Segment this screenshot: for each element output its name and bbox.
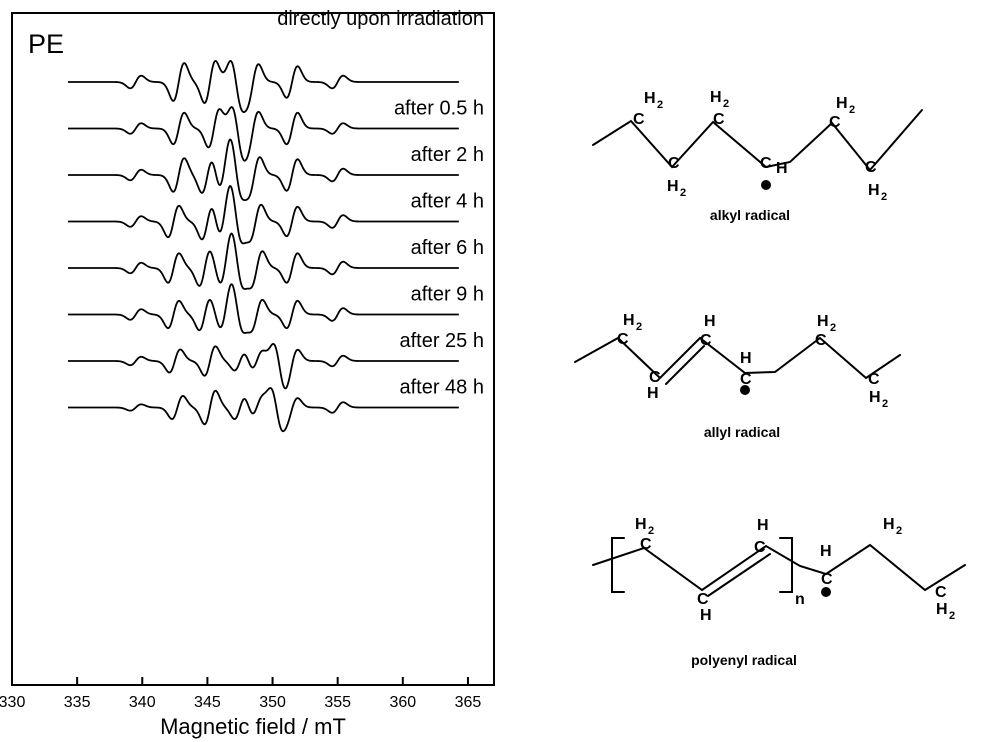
allyl-chain xyxy=(574,336,901,380)
polyenyl-c4: C xyxy=(821,571,833,588)
spectrum-trace-label: after 2 h xyxy=(411,144,484,166)
polyenyl-double-bond xyxy=(707,553,771,597)
polyenyl-h4: H xyxy=(820,543,832,560)
x-axis-tick-labels: 330 335 340 345 350 355 360 365 xyxy=(0,694,481,711)
polyenyl-bracket-right xyxy=(779,537,793,593)
x-tick-label: 340 xyxy=(129,694,156,711)
alkyl-radical-dot xyxy=(761,180,771,190)
allyl-c2: C xyxy=(649,369,661,386)
spectrum-trace-label: after 4 h xyxy=(411,191,484,213)
allyl-h2-6-sub: 2 xyxy=(882,398,888,410)
esr-spectra-plot: 330 335 340 345 350 355 360 365 Magnetic field … xyxy=(0,8,495,739)
allyl-h2-6: H xyxy=(869,389,881,406)
alkyl-radical-structure: C H 2 C H 2 C H 2 C H C H 2 C H 2 alkyl … xyxy=(592,89,923,223)
alkyl-h2-1: H xyxy=(644,90,656,107)
polyenyl-bracket-left xyxy=(611,537,625,593)
polyenyl-n: n xyxy=(795,591,805,608)
spectrum-trace xyxy=(67,343,460,390)
allyl-c4: C xyxy=(740,371,752,388)
polyenyl-h2-6-sub: 2 xyxy=(949,610,955,622)
alkyl-chain xyxy=(592,109,923,172)
spectrum-trace-label: directly upon irradiation xyxy=(277,8,484,30)
polyenyl-h2-1: H xyxy=(635,516,647,533)
allyl-h2-1: H xyxy=(623,312,635,329)
spectrum-trace xyxy=(67,138,460,202)
x-tick-label: 355 xyxy=(324,694,351,711)
spectrum-trace-label: after 9 h xyxy=(411,284,484,306)
alkyl-h2-6-sub: 2 xyxy=(881,191,887,203)
x-axis-ticks xyxy=(11,677,469,685)
spectrum-trace xyxy=(67,387,460,433)
alkyl-h2-6: H xyxy=(868,182,880,199)
allyl-c1: C xyxy=(617,331,629,348)
polyenyl-h2-5-sub: 2 xyxy=(896,525,902,537)
alkyl-c1: C xyxy=(633,111,645,128)
polyenyl-h2: H xyxy=(700,607,712,624)
x-tick-label: 335 xyxy=(64,694,91,711)
polyenyl-h2-5: H xyxy=(883,516,895,533)
x-axis-label: Magnetic field / mT xyxy=(160,714,346,739)
allyl-double-bond xyxy=(665,345,705,385)
allyl-c5: C xyxy=(815,332,827,349)
x-tick-label: 345 xyxy=(194,694,221,711)
x-tick-label: 330 xyxy=(0,694,25,711)
plot-frame xyxy=(11,12,495,686)
alkyl-c5: C xyxy=(829,114,841,131)
spectrum-trace xyxy=(67,106,460,162)
spectrum-trace-label: after 6 h xyxy=(411,237,484,259)
polyenyl-c2: C xyxy=(697,591,709,608)
x-tick-label: 360 xyxy=(389,694,416,711)
allyl-radical-dot xyxy=(740,385,750,395)
x-tick-label: 365 xyxy=(455,694,482,711)
allyl-h2-1-sub: 2 xyxy=(636,321,642,333)
alkyl-c4: C xyxy=(760,155,772,172)
allyl-c6: C xyxy=(868,371,880,388)
polyenyl-c1: C xyxy=(640,536,652,553)
alkyl-h2-5-sub: 2 xyxy=(849,104,855,116)
spectrum-trace-label: after 48 h xyxy=(399,377,484,399)
spectrum-trace xyxy=(67,185,460,245)
spectrum-trace xyxy=(67,283,460,334)
alkyl-h2-3-sub: 2 xyxy=(723,98,729,110)
alkyl-h4: H xyxy=(776,160,788,177)
polyenyl-radical-structure: H 2 C C H H C n H C H 2 C H 2 polyenyl r… xyxy=(592,516,966,668)
polyenyl-h2-1-sub: 2 xyxy=(648,525,654,537)
alkyl-c3: C xyxy=(713,111,725,128)
alkyl-c2: C xyxy=(668,155,680,172)
polyenyl-h3: H xyxy=(757,517,769,534)
panel-label: PE xyxy=(28,29,64,59)
polyenyl-h2-6: H xyxy=(936,601,948,618)
alkyl-h2-3: H xyxy=(710,89,722,106)
alkyl-h2-1-sub: 2 xyxy=(657,99,663,111)
allyl-radical-structure: C H 2 C H C H H C C H 2 C H 2 allyl radi… xyxy=(574,312,901,440)
spectrum-traces xyxy=(67,60,460,433)
allyl-h2-5-sub: 2 xyxy=(830,322,836,334)
polyenyl-c6: C xyxy=(935,584,947,601)
alkyl-h2-2: H xyxy=(667,178,679,195)
allyl-h3: H xyxy=(704,313,716,330)
polyenyl-radical-dot xyxy=(821,587,831,597)
polyenyl-c3: C xyxy=(754,539,766,556)
alkyl-h2-5: H xyxy=(836,95,848,112)
allyl-radical-label: allyl radical xyxy=(704,424,780,440)
spectrum-trace xyxy=(67,232,460,290)
polyenyl-radical-label: polyenyl radical xyxy=(691,652,797,668)
spectrum-trace-label: after 25 h xyxy=(399,330,484,352)
allyl-h2-5: H xyxy=(817,313,829,330)
allyl-h4: H xyxy=(740,350,752,367)
allyl-c3: C xyxy=(700,332,712,349)
allyl-h2: H xyxy=(647,385,659,402)
alkyl-radical-label: alkyl radical xyxy=(710,207,790,223)
spectrum-trace-label: after 0.5 h xyxy=(394,98,484,120)
spectrum-trace xyxy=(67,60,460,113)
polyenyl-chain xyxy=(592,543,966,592)
alkyl-h2-2-sub: 2 xyxy=(680,187,686,199)
spectrum-trace-labels: directly upon irradiation after 0.5 h afte… xyxy=(277,8,484,399)
alkyl-c6: C xyxy=(865,159,877,176)
x-tick-label: 350 xyxy=(259,694,286,711)
